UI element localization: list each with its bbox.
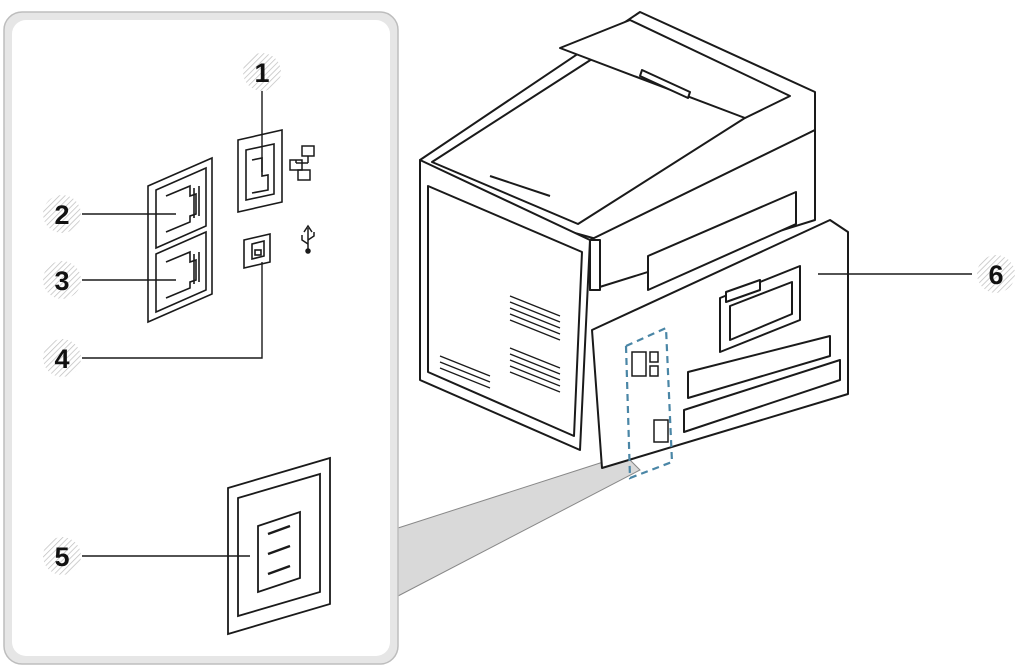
callout-1: 1 [243, 53, 281, 91]
usb-port [243, 232, 271, 270]
callout-6: 6 [977, 255, 1015, 293]
callout-1-label: 1 [254, 58, 269, 88]
callout-5-label: 5 [54, 542, 69, 572]
callout-4-label: 4 [54, 344, 69, 374]
network-icon [289, 145, 315, 181]
zoom-beam [397, 454, 641, 597]
vent-slots [439, 295, 561, 393]
usb-icon [301, 224, 315, 254]
callout-2-label: 2 [54, 200, 69, 230]
phone-ports [147, 156, 213, 324]
power-receptacle [227, 456, 331, 636]
printer-illustration [419, 11, 849, 469]
callout-2: 2 [43, 195, 81, 233]
leader-lines [82, 88, 972, 557]
callout-3: 3 [43, 261, 81, 299]
network-port [237, 128, 283, 214]
rear-connectors [631, 351, 669, 443]
callout-5: 5 [43, 537, 81, 575]
callout-3-label: 3 [54, 266, 69, 296]
callout-6-label: 6 [988, 260, 1003, 290]
callout-4: 4 [43, 339, 81, 377]
highlight-box [624, 326, 674, 480]
